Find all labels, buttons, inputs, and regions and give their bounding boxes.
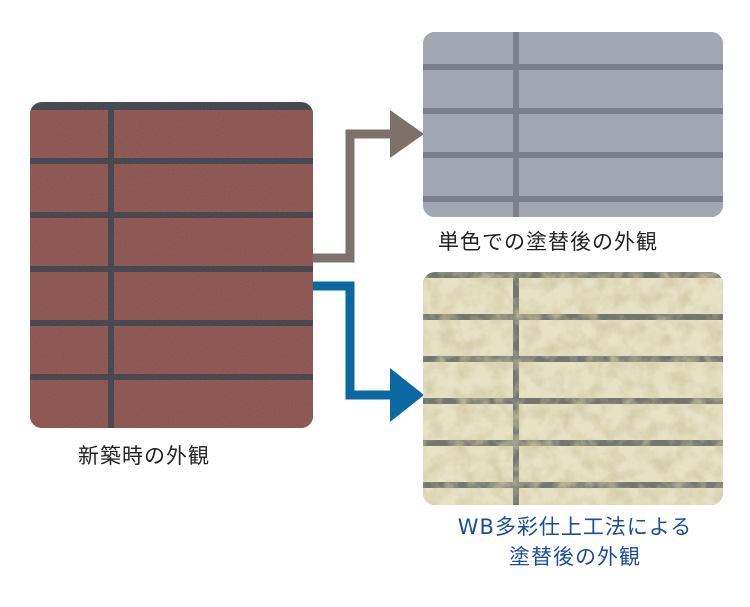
new-building-wall-image	[30, 102, 313, 428]
tile	[423, 70, 513, 108]
wb-caption-line2: 塗替後の外観	[509, 545, 641, 569]
wb-multicolor-repaint-image	[423, 272, 723, 505]
tile	[519, 202, 723, 217]
tile	[423, 114, 513, 152]
arrow-head-gray	[390, 110, 424, 158]
tile	[519, 32, 723, 64]
arrow-head-blue	[390, 368, 424, 422]
single-color-caption: 単色での塗替後の外観	[438, 230, 658, 254]
tile	[423, 202, 513, 217]
single-color-repaint-image	[423, 32, 723, 217]
tile	[423, 32, 513, 64]
tile	[423, 158, 513, 196]
wb-caption-line1: WB多彩仕上工法による	[457, 515, 693, 539]
tile	[519, 114, 723, 152]
arrow-to-single-color	[313, 129, 395, 263]
arrow-to-wb	[313, 281, 395, 400]
wb-caption: WB多彩仕上工法による 塗替後の外観	[425, 512, 725, 572]
tile	[519, 158, 723, 196]
new-building-caption: 新築時の外観	[78, 444, 210, 468]
tile	[519, 70, 723, 108]
